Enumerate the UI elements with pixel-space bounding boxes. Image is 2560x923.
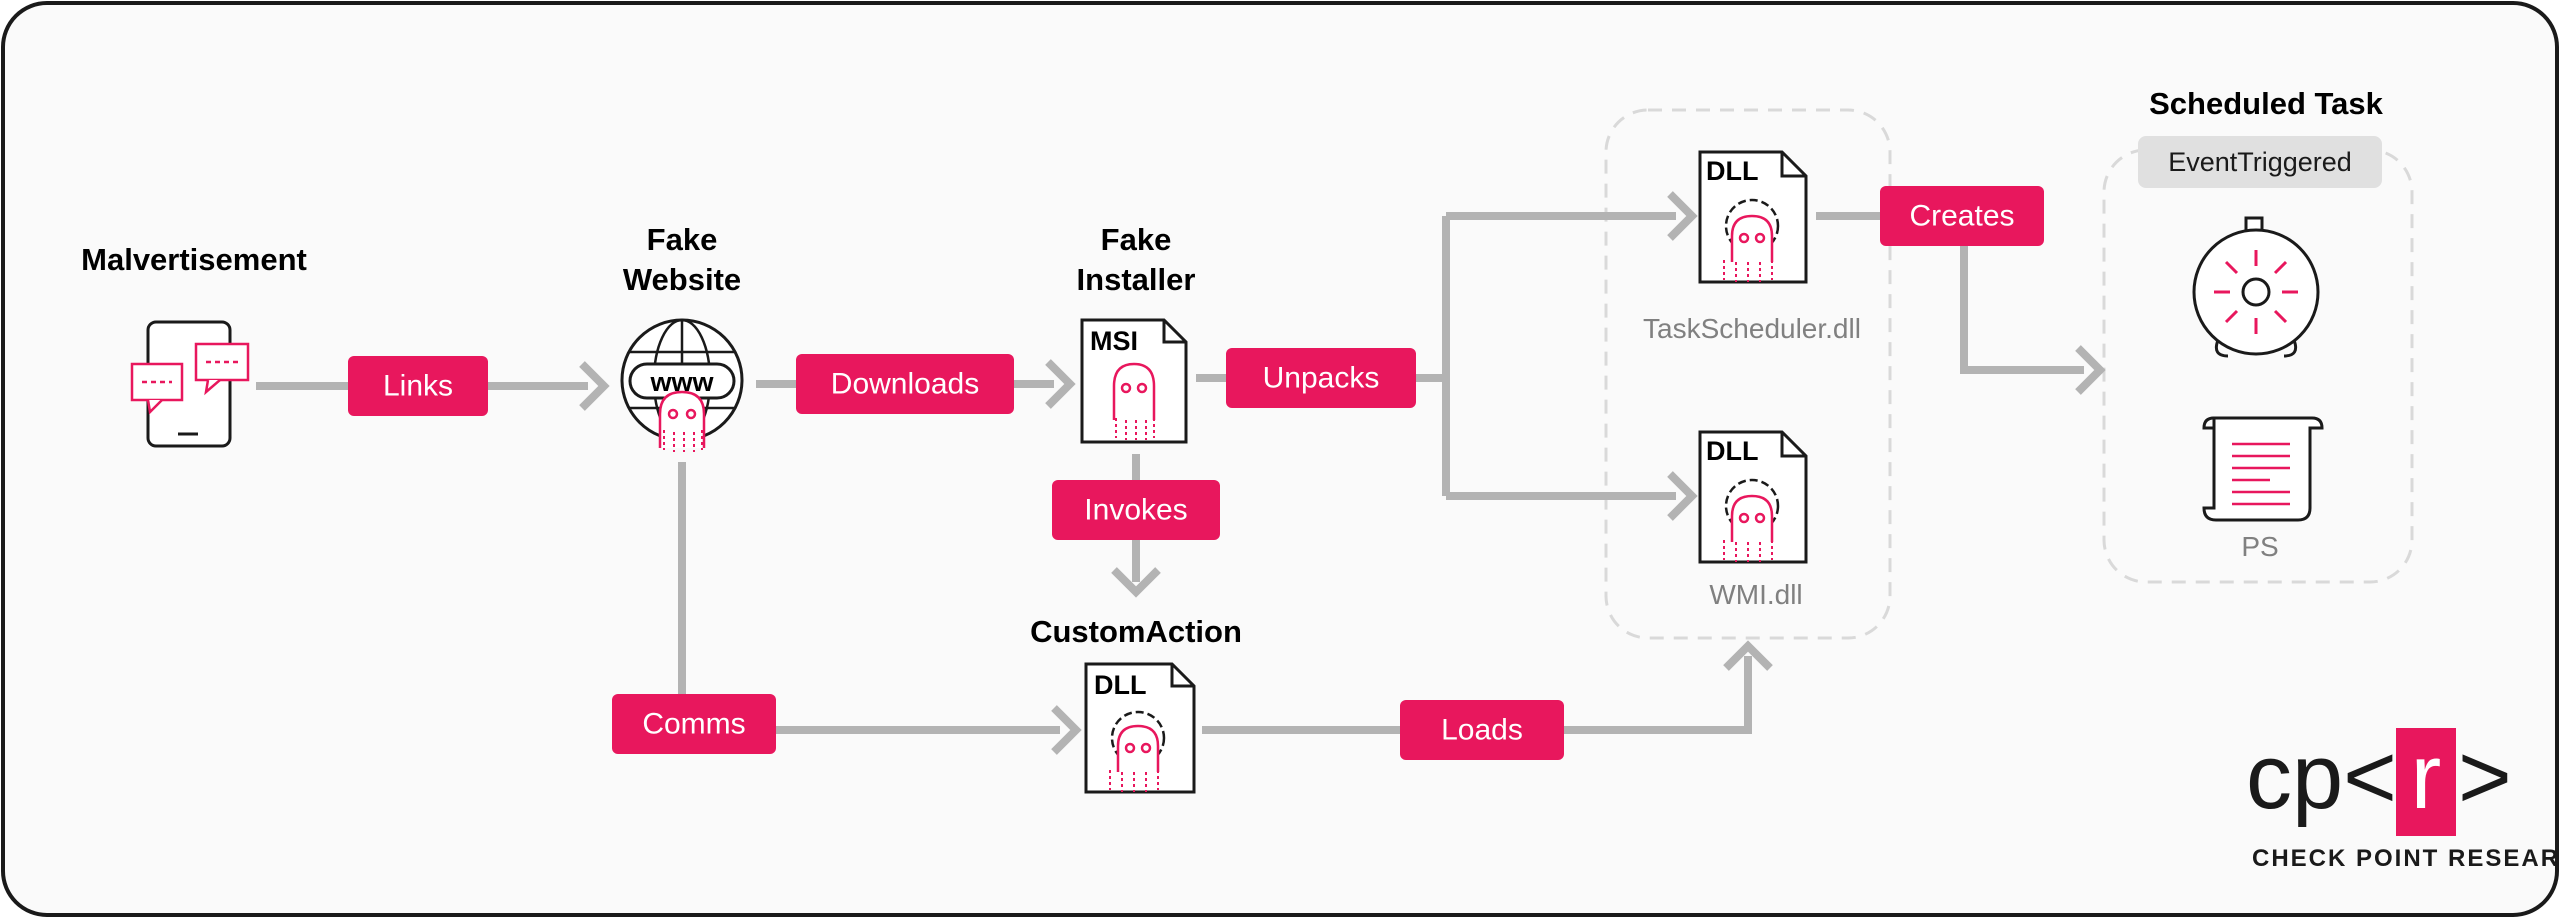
connectors: [256, 191, 2106, 755]
unpacks-wmi-arrowhead: [1667, 471, 1698, 521]
edge-unpacks: Unpacks: [1226, 348, 1416, 408]
links-arrowhead: [579, 361, 610, 411]
custom-action-dll-tag: DLL: [1094, 670, 1146, 700]
fake-installer-title-line1: Fake: [1101, 222, 1172, 257]
custom-action-dll-icon: DLL: [1084, 662, 1196, 794]
dll-group-box: [1604, 108, 1892, 640]
event-triggered-label: EventTriggered: [2168, 147, 2352, 177]
ps-caption: PS: [2241, 531, 2278, 562]
wmi-dll-icon: DLL: [1698, 430, 1808, 564]
edge-comms: Comms: [612, 694, 776, 754]
loads-arrowhead: [1723, 640, 1773, 671]
edge-links-label: Links: [383, 370, 453, 403]
scheduled-task-title: Scheduled Task: [2149, 86, 2383, 121]
edge-loads: Loads: [1400, 700, 1564, 760]
comms-arrowhead: [1051, 705, 1082, 755]
msi-file-icon: MSI: [1080, 318, 1188, 444]
edge-links: Links: [348, 356, 488, 416]
msi-tag: MSI: [1090, 326, 1138, 356]
task-scheduler-dll-caption: TaskScheduler.dll: [1643, 313, 1861, 344]
edge-loads-label: Loads: [1441, 714, 1523, 747]
wmi-dll-caption: WMI.dll: [1709, 579, 1802, 610]
task-scheduler-dll-tag: DLL: [1706, 156, 1758, 186]
edge-comms-label: Comms: [642, 708, 745, 741]
logo-mark-right: >: [2458, 726, 2512, 828]
logo-mark-left: cp<: [2246, 726, 2397, 828]
globe-icon: www: [620, 318, 744, 452]
loads-connector: [1202, 656, 1752, 734]
edge-creates: Creates: [1880, 186, 2044, 246]
custom-action-title: CustomAction: [1030, 614, 1242, 649]
downloads-arrowhead: [1045, 359, 1076, 409]
fake-website-title-line1: Fake: [647, 222, 718, 257]
logo-accent-box: [2396, 728, 2456, 836]
scheduled-task-group-box: [2102, 148, 2414, 584]
event-triggered-chip: [2138, 136, 2382, 188]
wmi-dll-tag: DLL: [1706, 436, 1758, 466]
timer-icon: [2192, 216, 2320, 358]
edge-invokes: Invokes: [1052, 480, 1220, 540]
task-scheduler-dll-icon: DLL: [1698, 150, 1808, 284]
phone-chat-icon: [130, 320, 250, 448]
logo-mark-box: r: [2411, 726, 2442, 828]
edge-downloads: Downloads: [796, 354, 1014, 414]
fake-website-title-line2: Website: [623, 262, 741, 297]
edge-downloads-label: Downloads: [831, 368, 979, 401]
edge-creates-label: Creates: [1909, 200, 2014, 233]
logo-caption: CHECK POINT RESEARCH: [2252, 845, 2560, 872]
creates-arrowhead: [2075, 345, 2106, 395]
malvertisement-title: Malvertisement: [81, 242, 307, 277]
unpacks-taskscheduler-arrowhead: [1667, 191, 1698, 241]
script-icon: [2202, 416, 2324, 522]
edge-unpacks-label: Unpacks: [1263, 362, 1380, 395]
invokes-arrowhead: [1111, 567, 1161, 598]
edge-invokes-label: Invokes: [1084, 494, 1187, 527]
check-point-research-logo: cp< r > CHECK POINT RESEARCH: [2246, 726, 2560, 872]
fake-installer-title-line2: Installer: [1077, 262, 1196, 297]
